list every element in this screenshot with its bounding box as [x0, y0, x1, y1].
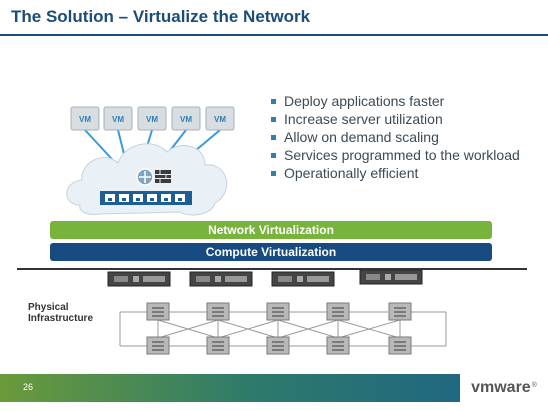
network-virtualization-bar: Network Virtualization [50, 221, 492, 239]
benefit-item: Services programmed to the workload [271, 146, 520, 164]
layer-divider [17, 268, 527, 270]
benefit-list: Deploy applications faster Increase serv… [271, 92, 520, 182]
benefit-item: Deploy applications faster [271, 92, 520, 110]
vm-label: VM [79, 115, 91, 124]
firewall-icon [155, 170, 171, 183]
switch-icon [388, 302, 412, 321]
slide-title: The Solution – Virtualize the Network [11, 7, 311, 26]
title-rule [0, 34, 548, 36]
vm-icon: VM [103, 106, 133, 131]
switch-icon [146, 302, 170, 321]
bullet-icon [271, 170, 276, 176]
vm-icon: VM [137, 106, 167, 131]
vm-icon: VM [171, 106, 201, 131]
switch-icon [388, 336, 412, 355]
vm-label: VM [180, 115, 192, 124]
server-icon [271, 271, 335, 287]
bullet-icon [271, 98, 276, 104]
benefit-text: Increase server utilization [284, 111, 443, 127]
switch-icon [206, 336, 230, 355]
physical-mesh [119, 311, 447, 347]
vm-label: VM [214, 115, 226, 124]
vm-label: VM [146, 115, 158, 124]
footer-band: 26 vmware® [0, 374, 548, 402]
switch-icon [146, 336, 170, 355]
vm-label: VM [112, 115, 124, 124]
logo-text: vmware [471, 379, 531, 396]
switch-icon [266, 302, 290, 321]
physical-label-line1: Physical [28, 302, 69, 313]
bullet-icon [271, 134, 276, 140]
benefit-text: Services programmed to the workload [284, 147, 520, 163]
bullet-icon [271, 116, 276, 122]
server-icon [189, 271, 253, 287]
bullet-icon [271, 152, 276, 158]
switch-icon [266, 336, 290, 355]
switch-icon [326, 336, 350, 355]
switch-icon [326, 302, 350, 321]
benefit-text: Operationally efficient [284, 165, 419, 181]
server-icon [107, 271, 171, 287]
benefit-item: Allow on demand scaling [271, 128, 520, 146]
vm-icon: VM [70, 106, 100, 131]
switch-icon [206, 302, 230, 321]
trademark-mark: ® [531, 382, 537, 389]
benefit-text: Deploy applications faster [284, 93, 445, 109]
vm-icon: VM [205, 106, 235, 131]
benefit-text: Allow on demand scaling [284, 129, 439, 145]
vmware-logo: vmware® [460, 374, 548, 402]
benefit-item: Increase server utilization [271, 110, 520, 128]
server-icon [359, 269, 423, 285]
router-icon [136, 168, 154, 186]
physical-label-line2: Infrastructure [28, 313, 94, 324]
compute-virtualization-bar: Compute Virtualization [50, 243, 492, 261]
physical-infrastructure-label: Physical Infrastructure [28, 302, 93, 324]
benefit-item: Operationally efficient [271, 164, 520, 182]
page-number: 26 [23, 382, 34, 392]
